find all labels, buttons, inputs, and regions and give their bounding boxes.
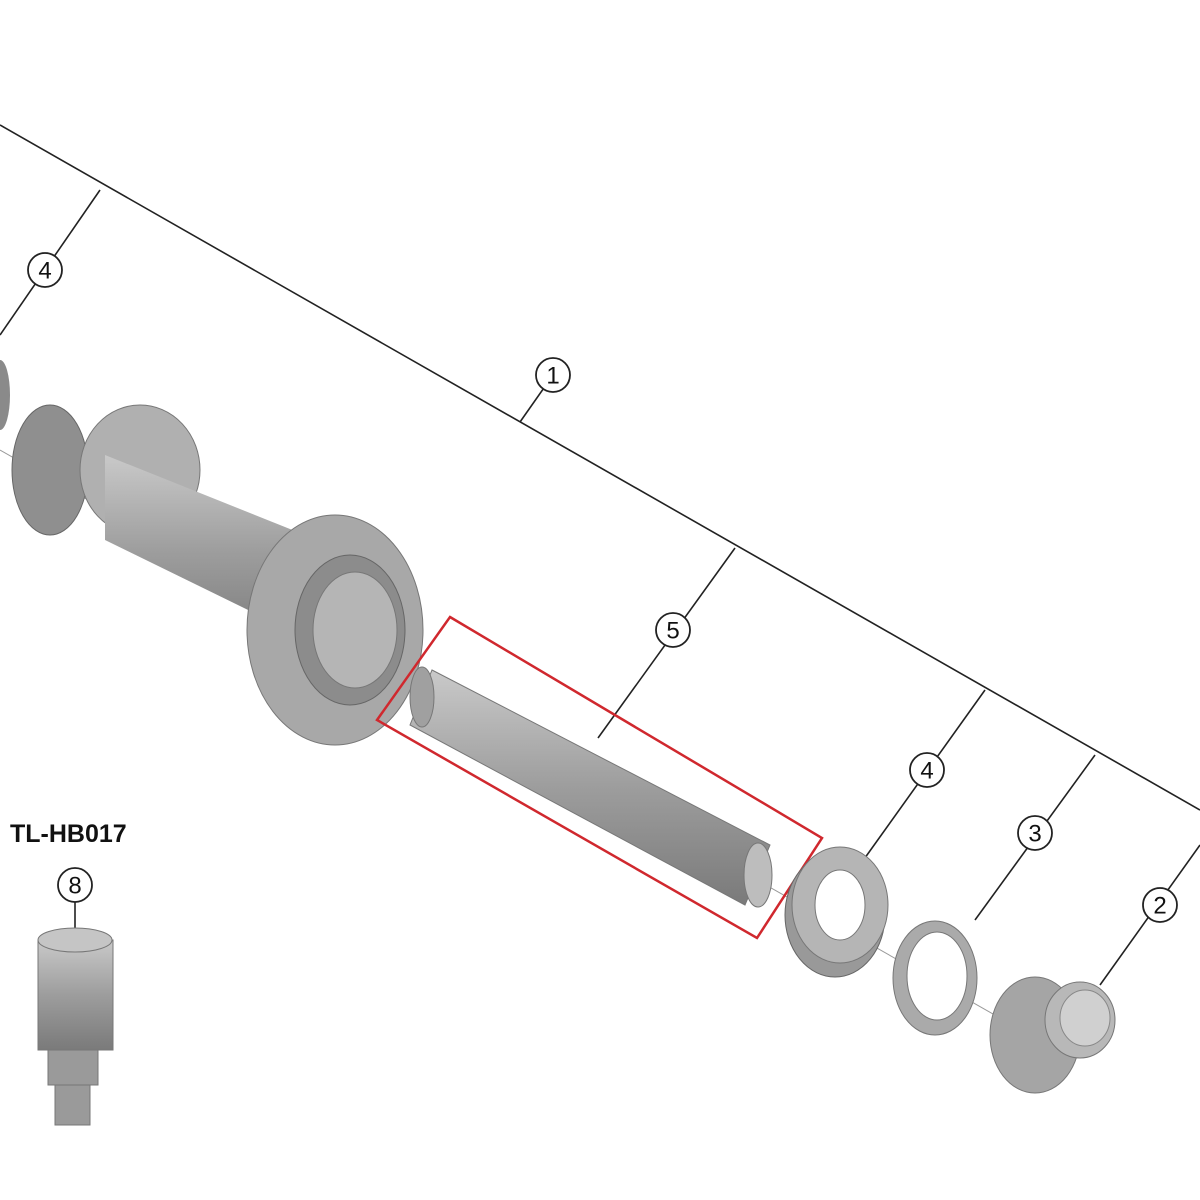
callout-5: 5	[655, 612, 691, 648]
end-cap-part	[989, 976, 1116, 1094]
axle-part	[409, 666, 773, 908]
callout-4-left: 4	[27, 252, 63, 288]
svg-text:1: 1	[546, 363, 559, 390]
seal-part	[784, 846, 889, 978]
svg-text:2: 2	[1153, 893, 1166, 920]
hub-body	[0, 360, 424, 746]
svg-text:8: 8	[68, 873, 81, 900]
svg-text:3: 3	[1028, 821, 1041, 848]
callout-4-right: 4	[909, 752, 945, 788]
svg-text:4: 4	[38, 258, 51, 285]
tool-part	[37, 927, 114, 1126]
highlight-box	[375, 615, 824, 940]
callout-8: 8	[57, 867, 93, 903]
callout-1: 1	[535, 357, 571, 393]
svg-text:5: 5	[666, 618, 679, 645]
leader-lines	[0, 124, 1200, 1036]
spacer-part	[892, 920, 978, 1036]
tool-name-label: TL-HB017	[10, 820, 127, 848]
callout-2: 2	[1142, 887, 1178, 923]
svg-text:4: 4	[920, 758, 933, 785]
callout-3: 3	[1017, 815, 1053, 851]
